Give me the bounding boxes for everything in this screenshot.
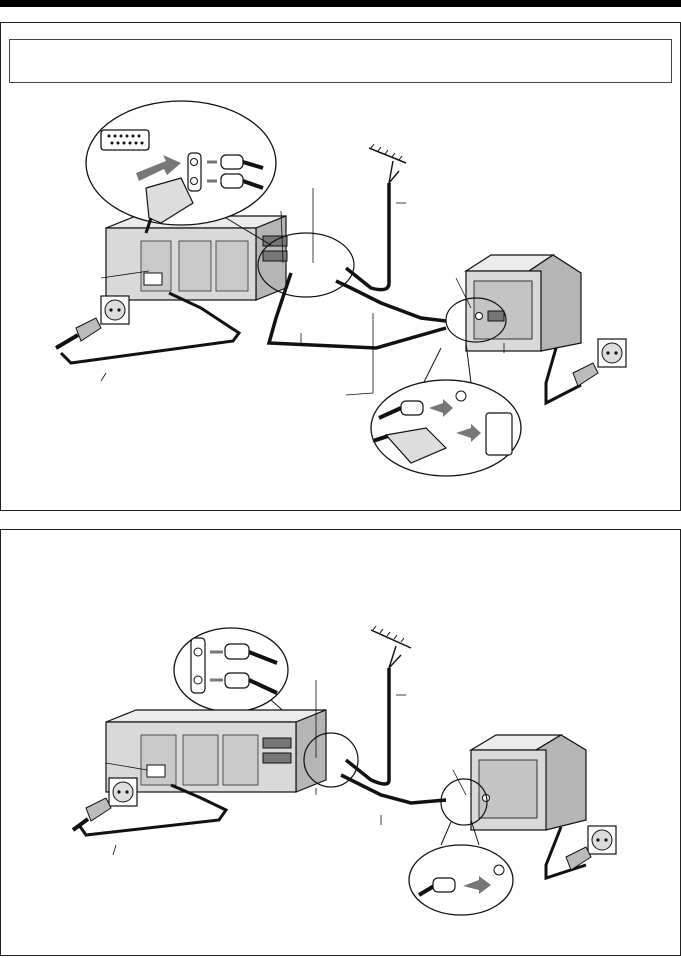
leader-lines: [105, 680, 467, 856]
scart-callout-top: [85, 100, 277, 246]
vcr-unit: [105, 215, 288, 301]
vcr-rear-callout-ring: [257, 232, 355, 298]
rf-cable-vcr-tv: [340, 773, 447, 805]
television: [468, 734, 587, 831]
rf-plug-icon: [220, 154, 244, 170]
diagram-panel-rf-connection: [0, 529, 681, 956]
tv-rear-callout-ring: [445, 297, 507, 343]
panel-header-box: [9, 39, 672, 83]
leader-lines: [100, 188, 505, 396]
rf-callout-bottom: [408, 819, 514, 916]
vcr-mains-cable: [77, 783, 229, 837]
tv-mains-cable: [544, 826, 587, 881]
insert-arrow-icon: [136, 155, 181, 181]
vcr-unit: [105, 709, 327, 793]
rf-socket-icon: [493, 864, 505, 876]
scart-plug-icon: [145, 177, 194, 224]
rf-cable-vcr-tv: [335, 279, 447, 323]
wall-socket-right: [565, 825, 617, 871]
vcr-mains-cable: [59, 291, 242, 365]
rf-plug-icon: [224, 643, 250, 660]
aerial-antenna: [344, 625, 412, 786]
scart-plug-icon: [384, 427, 448, 464]
wall-socket-left: [54, 295, 130, 350]
wall-socket-right: [572, 338, 627, 387]
rf-callout-top: [173, 627, 317, 741]
page-top-bar: [0, 0, 681, 7]
rf-socket-icon: [455, 390, 467, 402]
tv-mains-cable: [544, 347, 582, 406]
scart-socket-icon: [485, 412, 513, 456]
vcr-rear-callout-ring: [303, 732, 359, 788]
diagram-panel-scart-connection: [0, 22, 681, 511]
rf-socket-icon: [190, 637, 206, 694]
wall-socket-left: [71, 777, 138, 832]
tv-rear-callout-ring: [440, 778, 488, 826]
scart-socket-icon: [100, 129, 150, 151]
scart-cable: [266, 272, 447, 350]
connection-diagram-rf: [71, 625, 617, 916]
scart-callout-bottom: [370, 342, 522, 477]
rf-plug-icon: [400, 400, 424, 416]
aerial-antenna: [344, 143, 407, 292]
rf-plug-icon: [432, 877, 456, 893]
connection-diagram-scart: [54, 100, 627, 477]
television: [463, 254, 582, 352]
